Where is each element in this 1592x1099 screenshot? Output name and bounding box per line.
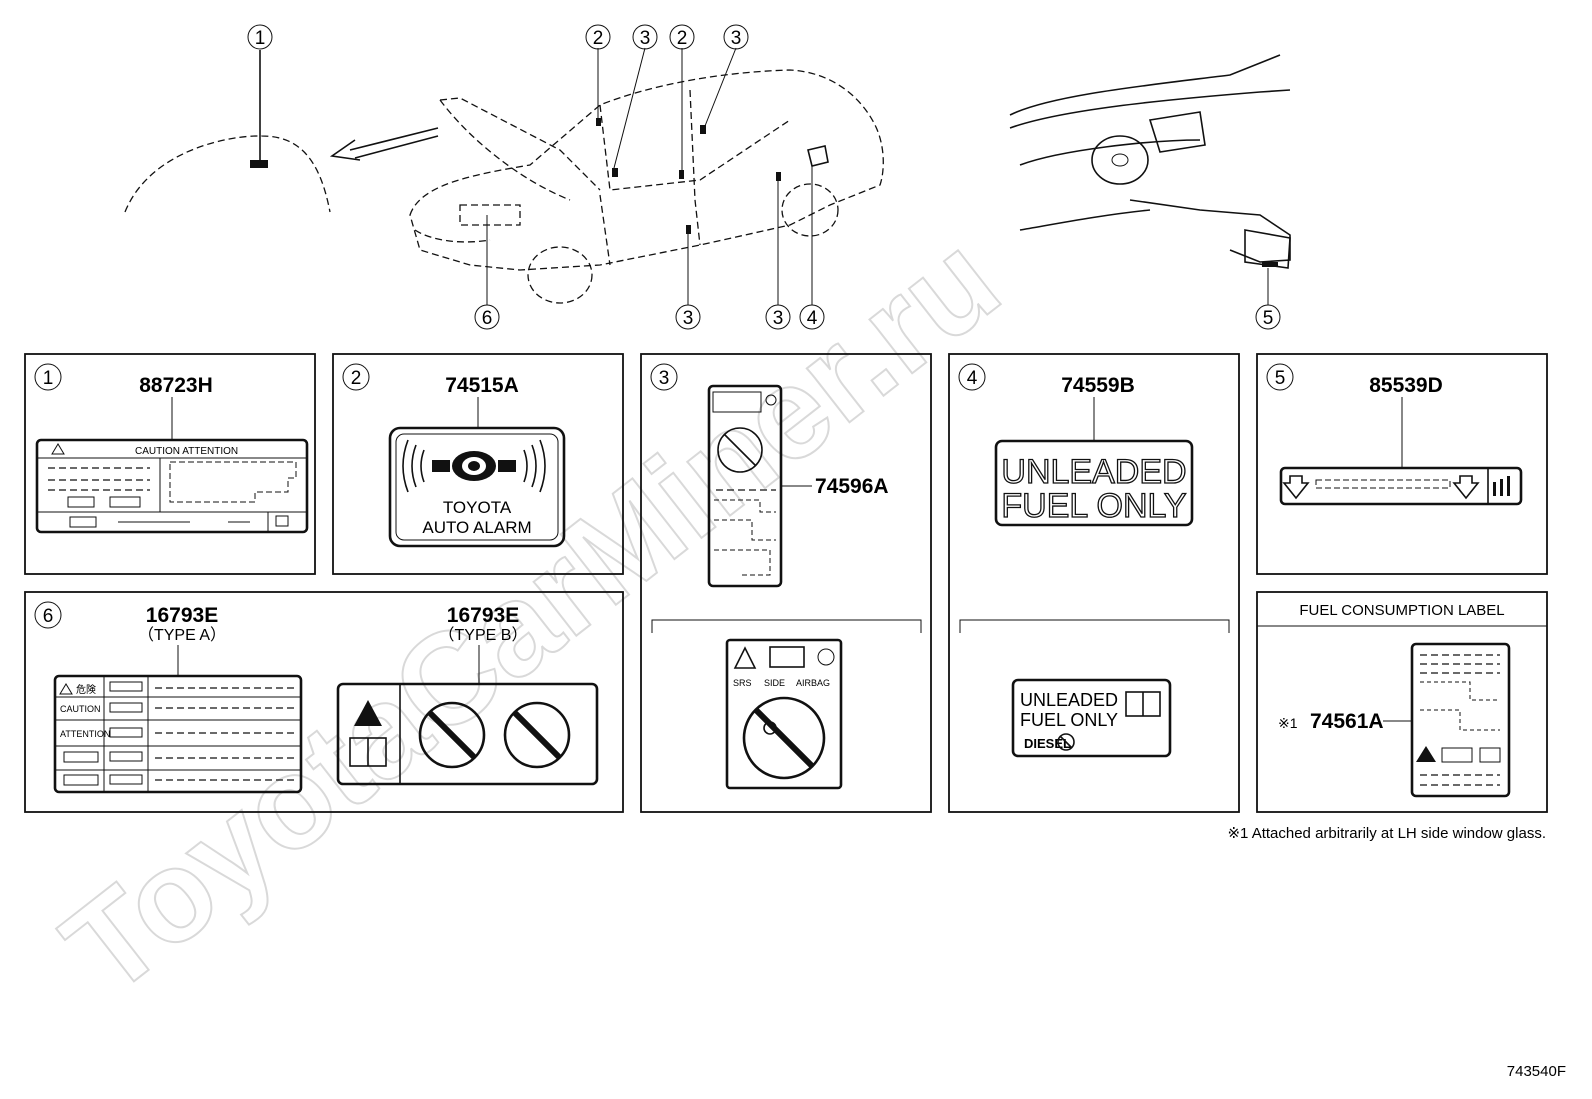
callout-2-top-b: 2 <box>669 24 695 50</box>
interior-illustration <box>1009 54 1291 305</box>
panel-3: 3 74596A SRS SIDE AIRBAG <box>640 353 932 813</box>
unleaded-diesel-label: UNLEADED FUEL ONLY DIESEL <box>1011 678 1172 758</box>
svg-text:2: 2 <box>593 28 604 49</box>
fuel-gauge-label <box>1279 466 1523 506</box>
svg-text:FUEL ONLY: FUEL ONLY <box>1020 710 1118 730</box>
srs-side-airbag-label: SRS SIDE AIRBAG <box>725 638 843 790</box>
panel-1: 1 88723H CAUTION ATTENTION <box>24 353 316 575</box>
child-seat-warning-label <box>336 682 599 786</box>
callout-2-top-a: 2 <box>585 24 611 50</box>
svg-text:SIDE: SIDE <box>764 678 785 688</box>
callout-1-top: 1 <box>247 24 273 50</box>
alarm-icon <box>402 439 546 493</box>
hood-underside-illustration <box>124 50 331 213</box>
part-number-74559B: 74559B <box>1061 374 1135 397</box>
car-illustration <box>409 47 884 305</box>
panel-5: 5 85539D <box>1256 353 1548 575</box>
callout-4-car: 4 <box>799 304 825 330</box>
caution-attention-label: CAUTION ATTENTION <box>35 438 309 534</box>
svg-text:SRS: SRS <box>733 678 752 688</box>
svg-text:UNLEADED: UNLEADED <box>1020 690 1118 710</box>
unleaded-fuel-label: UNLEADED FUEL ONLY <box>994 439 1194 527</box>
svg-text:CAUTION ATTENTION: CAUTION ATTENTION <box>135 446 238 457</box>
svg-text:UNLEADED: UNLEADED <box>1001 453 1186 491</box>
svg-text:（TYPE A）: （TYPE A） <box>138 626 226 644</box>
footnote: ※1 Attached arbitrarily at LH side windo… <box>1227 825 1546 842</box>
svg-text:3: 3 <box>731 28 742 49</box>
fuel-consumption-label <box>1410 642 1511 798</box>
svg-text:2: 2 <box>351 368 362 389</box>
svg-text:3: 3 <box>683 308 694 329</box>
svg-text:CAUTION: CAUTION <box>60 704 101 714</box>
svg-text:TOYOTA: TOYOTA <box>443 498 512 517</box>
svg-text:4: 4 <box>967 368 978 389</box>
svg-text:3: 3 <box>659 368 670 389</box>
svg-text:ATTENTION: ATTENTION <box>60 729 110 739</box>
svg-text:5: 5 <box>1263 308 1274 329</box>
part-number-16793E-type-a: 16793E <box>146 604 218 627</box>
svg-text:6: 6 <box>43 606 54 627</box>
toyota-auto-alarm-label: TOYOTA AUTO ALARM <box>388 426 566 548</box>
svg-text:3: 3 <box>773 308 784 329</box>
callout-6-car: 6 <box>474 304 500 330</box>
part-number-74561A: 74561A <box>1310 710 1384 733</box>
svg-text:DIESEL: DIESEL <box>1024 736 1071 751</box>
svg-text:5: 5 <box>1275 368 1286 389</box>
svg-text:3: 3 <box>640 28 651 49</box>
panel-4: 4 74559B UNLEADED FUEL ONLY UNLEADED FUE… <box>948 353 1240 813</box>
panel-6: 6 16793E （TYPE A） 危険 CAUTION ATTENTION <box>24 591 624 813</box>
panel-fuel-consumption: FUEL CONSUMPTION LABEL ※1 74561A <box>1256 591 1548 813</box>
callout-5-interior: 5 <box>1255 304 1281 330</box>
svg-text:AUTO ALARM: AUTO ALARM <box>422 518 531 537</box>
panel-2: 2 74515A TOYOTA AUTO ALARM <box>332 353 624 575</box>
part-number-85539D: 85539D <box>1369 374 1443 397</box>
svg-text:1: 1 <box>255 28 266 49</box>
svg-text:AIRBAG: AIRBAG <box>796 678 830 688</box>
callout-3-car-a: 3 <box>675 304 701 330</box>
figure-id: 743540F <box>1507 1063 1566 1080</box>
svg-text:4: 4 <box>807 308 818 329</box>
part-number-74515A: 74515A <box>445 374 519 397</box>
svg-text:6: 6 <box>482 308 493 329</box>
part-number-74596A: 74596A <box>815 475 889 498</box>
part-number-16793E-type-b: 16793E <box>447 604 519 627</box>
callout-3-top-a: 3 <box>632 24 658 50</box>
svg-text:FUEL ONLY: FUEL ONLY <box>1001 487 1186 525</box>
caution-table-label: 危険 CAUTION ATTENTION <box>53 674 303 794</box>
svg-text:危険: 危険 <box>76 684 96 696</box>
fuel-consumption-title: FUEL CONSUMPTION LABEL <box>1299 602 1504 619</box>
arrow-icon <box>329 127 439 161</box>
svg-text:※1: ※1 <box>1278 715 1298 731</box>
callout-3-car-b: 3 <box>765 304 791 330</box>
part-number-88723H: 88723H <box>139 374 213 397</box>
callout-3-top-b: 3 <box>723 24 749 50</box>
svg-text:2: 2 <box>677 28 688 49</box>
svg-text:1: 1 <box>43 368 54 389</box>
svg-text:（TYPE B）: （TYPE B） <box>439 626 528 644</box>
